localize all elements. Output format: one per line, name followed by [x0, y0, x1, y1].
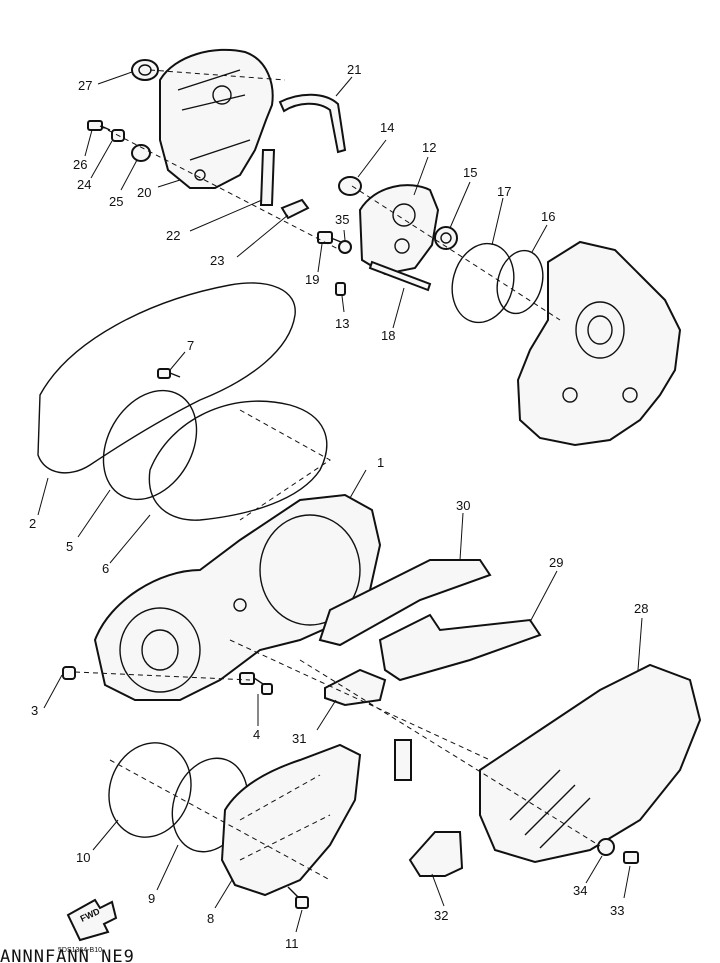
part-case-cover-1 [93, 493, 382, 701]
part-bolt-26 [87, 120, 111, 131]
callout-27: 27 [78, 78, 92, 93]
footer-banner: ANNNFANN NE9 [0, 947, 135, 963]
callout-5: 5 [66, 539, 73, 554]
callout-26: 26 [73, 157, 87, 172]
callout-35: 35 [335, 212, 349, 227]
part-pipe-22 [259, 149, 276, 206]
callout-34: 34 [573, 883, 587, 898]
callout-28: 28 [634, 601, 648, 616]
part-o-ring-17 [451, 242, 515, 324]
part-shield-30 [318, 559, 492, 647]
callout-13: 13 [335, 316, 349, 331]
part-shaft-18 [368, 260, 432, 292]
part-pump-plate [358, 184, 440, 276]
part-bearing-15 [434, 226, 458, 250]
callout-20: 20 [137, 185, 151, 200]
callout-23: 23 [210, 253, 224, 268]
part-bolt-33 [623, 851, 639, 864]
callout-29: 29 [549, 555, 563, 570]
callout-19: 19 [305, 272, 319, 287]
part-panel-31 [324, 668, 387, 707]
part-bolt-7 [157, 368, 181, 379]
callout-7: 7 [187, 338, 194, 353]
part-outer-cover-8 [220, 743, 362, 897]
part-pin-13 [335, 282, 346, 296]
callout-18: 18 [381, 328, 395, 343]
callout-labels: 1 2 3 4 5 6 7 8 9 10 11 12 13 14 15 16 1… [29, 62, 648, 951]
part-bearing-14 [338, 176, 362, 196]
part-oil-seal [131, 59, 159, 81]
callout-14: 14 [380, 120, 394, 135]
part-gasket-10 [108, 742, 192, 838]
callout-31: 31 [292, 731, 306, 746]
part-hose-23 [280, 198, 310, 220]
callout-1: 1 [377, 455, 384, 470]
callout-4: 4 [253, 727, 260, 742]
callout-16: 16 [541, 209, 555, 224]
part-gasket-5 [102, 389, 198, 501]
part-gasket-6 [148, 400, 328, 521]
callout-9: 9 [148, 891, 155, 906]
callout-2: 2 [29, 516, 36, 531]
callout-17: 17 [497, 184, 511, 199]
callout-11: 11 [285, 936, 299, 951]
leader-lines [37, 71, 643, 933]
callout-3: 3 [31, 703, 38, 718]
part-grommet-34 [597, 838, 615, 856]
callout-21: 21 [347, 62, 361, 77]
catalog-code: 5DS1364-B10 [58, 947, 102, 954]
part-washer-35 [338, 240, 352, 254]
part-bracket-32 [408, 831, 464, 877]
callout-32: 32 [434, 908, 448, 923]
part-inner-cover [159, 48, 274, 189]
callout-22: 22 [166, 228, 180, 243]
callout-8: 8 [207, 911, 214, 926]
part-bolt-3 [62, 666, 76, 680]
part-hose-21 [278, 93, 347, 154]
part-panel-29 [378, 613, 542, 682]
callout-15: 15 [463, 165, 477, 180]
part-gasket-2 [37, 282, 296, 474]
part-bolt-4 [239, 672, 273, 695]
callout-25: 25 [109, 194, 123, 209]
callout-24: 24 [77, 177, 91, 192]
fwd-arrow-icon: FWD [66, 898, 118, 942]
callout-33: 33 [610, 903, 624, 918]
part-bolt-11 [287, 886, 309, 909]
part-bolt-19 [317, 231, 342, 244]
callout-10: 10 [76, 850, 90, 865]
part-grommet-25 [131, 144, 151, 162]
callout-6: 6 [102, 561, 109, 576]
callout-30: 30 [456, 498, 470, 513]
part-o-ring-16 [496, 249, 544, 315]
callout-12: 12 [422, 140, 436, 155]
part-muffler-cover-28 [479, 663, 702, 864]
